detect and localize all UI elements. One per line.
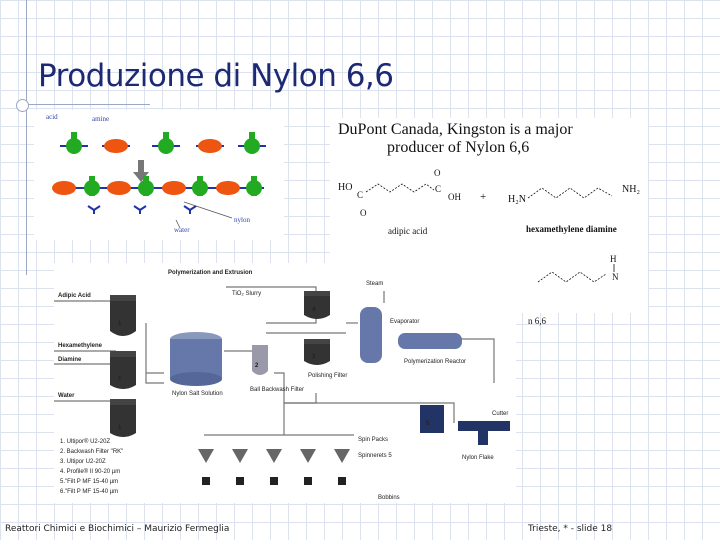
filter-note-3: 3. Ultipor U2-20Z xyxy=(60,459,106,465)
svg-text:1: 1 xyxy=(118,321,122,327)
filter-note-1: 1. Ultipor® U2-20Z xyxy=(60,438,110,445)
evaporator-column xyxy=(360,307,382,363)
label-acid: acid xyxy=(46,113,58,121)
molecule-diagram-svg: acid amine xyxy=(46,113,266,234)
dupont-heading-line2: producer of Nylon 6,6 xyxy=(387,139,530,156)
svg-text:C: C xyxy=(435,184,441,194)
slide-frame-vertical-line xyxy=(26,0,27,275)
svg-text:Adipic Acid: Adipic Acid xyxy=(58,293,91,299)
polishing-filter-3: 3 xyxy=(304,339,330,365)
svg-text:N: N xyxy=(612,272,619,282)
process-flow-diagram: Polymerization and Extrusion 1 xyxy=(54,263,516,503)
svg-text:Ball Backwash Filter: Ball Backwash Filter xyxy=(250,387,304,393)
filter-4: 4 xyxy=(304,291,330,319)
polymerization-molecule-diagram: acid amine xyxy=(34,110,284,240)
hexamethylene-diamine-structure: H₂N NH₂ hexamethylene diamine xyxy=(508,184,640,234)
svg-text:3: 3 xyxy=(312,354,316,360)
water-molecules xyxy=(87,205,197,214)
svg-text:Nylon Salt Solution: Nylon Salt Solution xyxy=(172,391,223,397)
dupont-heading-line1: DuPont Canada, Kingston is a major xyxy=(338,121,573,138)
svg-text:4: 4 xyxy=(312,307,316,313)
adipic-acid-label: adipic acid xyxy=(388,226,428,236)
svg-text:Evaporator: Evaporator xyxy=(390,319,419,325)
svg-text:Hexamethylene: Hexamethylene xyxy=(58,343,103,349)
feed-tank-water: 1 xyxy=(110,399,136,437)
svg-text:1: 1 xyxy=(118,425,122,431)
svg-text:Spin Packs: Spin Packs xyxy=(358,437,388,443)
nylon-fragment-structure: H N xyxy=(537,254,619,283)
feed-tank-diamine: 1 xyxy=(110,351,136,389)
cutter-unit xyxy=(458,421,510,445)
nylon-66-label: n 6,6 xyxy=(528,316,546,326)
svg-text:O: O xyxy=(434,168,441,178)
nylon-salt-vessel xyxy=(170,332,222,386)
svg-text:Bobbins: Bobbins xyxy=(378,495,400,501)
filter-notes: 1. Ultipor® U2-20Z 2. Backwash Filter "R… xyxy=(60,438,123,495)
svg-text:1: 1 xyxy=(118,376,122,382)
plus-sign: + xyxy=(480,191,486,203)
svg-text:OH: OH xyxy=(448,192,461,202)
svg-text:Water: Water xyxy=(58,393,75,399)
label-water: water xyxy=(174,226,190,234)
footer-author: Reattori Chimici e Biochimici – Maurizio… xyxy=(5,524,230,534)
polymerization-reactor xyxy=(398,333,462,349)
reaction-arrow-icon xyxy=(133,160,149,182)
svg-text:H₂N: H₂N xyxy=(508,194,526,205)
polymer-chain xyxy=(52,176,264,196)
slide-frame-horizontal-line xyxy=(20,104,150,105)
slide-frame-circle xyxy=(16,99,29,112)
process-title: Polymerization and Extrusion xyxy=(168,270,253,276)
svg-text:Nylon Flake: Nylon Flake xyxy=(462,455,494,461)
process-pipes xyxy=(54,286,495,436)
spin-packs xyxy=(198,449,350,463)
svg-text:Spinnerets 5: Spinnerets 5 xyxy=(358,453,392,459)
feed-tank-adipic: 1 xyxy=(110,295,136,336)
svg-text:Cutter: Cutter xyxy=(492,411,508,417)
svg-text:TiO₂ Slurry: TiO₂ Slurry xyxy=(232,291,261,297)
slide-title: Produzione di Nylon 6,6 xyxy=(38,58,394,94)
filter-5: 5 xyxy=(420,405,444,433)
svg-text:NH₂: NH₂ xyxy=(622,184,640,195)
filter-note-4: 4. Profile® II 90-20 µm xyxy=(60,468,120,475)
label-amine: amine xyxy=(92,115,109,123)
backwash-filter: 2 xyxy=(252,345,268,375)
svg-text:Diamine: Diamine xyxy=(58,357,82,363)
svg-text:2: 2 xyxy=(255,363,259,369)
svg-text:H: H xyxy=(610,254,617,264)
label-nylon: nylon xyxy=(234,216,250,224)
process-flow-svg: Polymerization and Extrusion 1 xyxy=(54,270,510,501)
svg-text:Polishing Filter: Polishing Filter xyxy=(308,373,347,379)
svg-text:HO: HO xyxy=(338,182,352,193)
svg-text:Steam: Steam xyxy=(366,281,383,287)
bobbins xyxy=(202,477,346,485)
svg-text:O: O xyxy=(360,208,367,218)
filter-note-2: 2. Backwash Filter "RK" xyxy=(60,449,123,455)
filter-note-6: 6."Filt P MF 15-40 µm xyxy=(60,489,118,495)
svg-text:5: 5 xyxy=(426,421,430,427)
monomer-row-top xyxy=(60,132,266,154)
chemical-structures-svg: HO C O O C OH + adipic acid H₂N NH₂ hexa… xyxy=(338,168,640,283)
svg-text:Polymerization Reactor: Polymerization Reactor xyxy=(404,359,466,365)
adipic-acid-structure: HO C O O C OH + adipic acid xyxy=(338,168,486,236)
footer-slide-number: Trieste, * - slide 18 xyxy=(528,524,613,534)
hexamethylene-diamine-label: hexamethylene diamine xyxy=(526,224,617,234)
filter-note-5: 5."Filt P MF 15-40 µm xyxy=(60,479,118,485)
svg-text:C: C xyxy=(357,190,363,200)
